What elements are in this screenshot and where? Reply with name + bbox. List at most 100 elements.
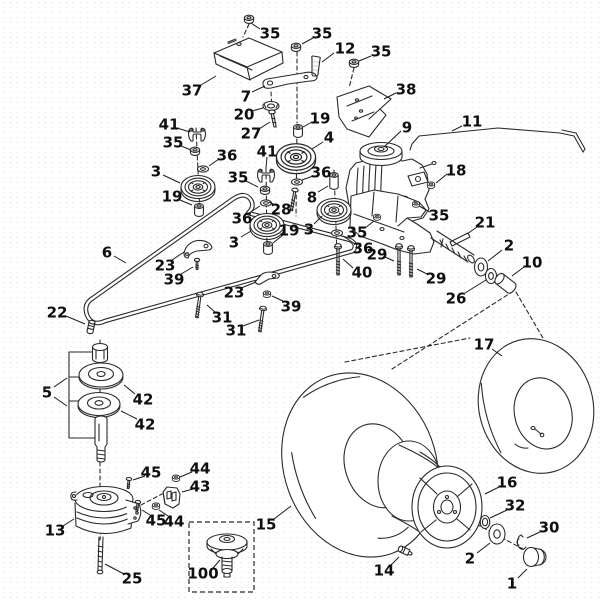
part-label-32: 32 — [505, 497, 526, 515]
leader-line — [342, 258, 354, 269]
leader-line — [248, 205, 261, 214]
leader-line — [383, 92, 397, 100]
leader-line — [208, 158, 220, 167]
leader-line — [240, 230, 252, 238]
part-label-37: 37 — [182, 82, 203, 100]
part-label-31: 31 — [212, 309, 233, 327]
part-label-30: 30 — [539, 519, 560, 537]
part-label-12: 12 — [335, 40, 356, 58]
leader-line — [179, 471, 193, 478]
flat-washer — [262, 100, 280, 112]
leader-line — [342, 235, 356, 245]
leader-line — [271, 295, 284, 302]
tire-valve-detail — [514, 425, 545, 449]
leader-line — [487, 249, 503, 262]
part-label-21: 21 — [475, 214, 496, 232]
lock-nut — [259, 185, 271, 195]
leader-line — [158, 509, 169, 517]
electric-clutch — [70, 485, 142, 535]
part-label-6: 6 — [102, 244, 112, 262]
nut — [262, 290, 272, 298]
carriage-bolt — [255, 305, 268, 333]
part-label-25: 25 — [122, 570, 143, 588]
part-label-23: 23 — [224, 284, 245, 302]
kit-box — [188, 521, 255, 593]
part-label-2: 2 — [465, 550, 475, 568]
leader-line — [321, 52, 335, 63]
leader-line — [484, 486, 500, 495]
part-label-19: 19 — [310, 110, 331, 128]
part-label-43: 43 — [190, 478, 211, 496]
flat-washer — [290, 178, 304, 186]
spring-pin — [311, 55, 321, 77]
part-label-19: 19 — [279, 222, 300, 240]
leader-line — [491, 348, 503, 357]
clutch-stop-bracket — [162, 486, 181, 509]
part-label-35: 35 — [163, 134, 184, 152]
shoulder-bolt — [289, 187, 299, 212]
part-label-28: 28 — [271, 201, 292, 219]
leader-line — [240, 281, 257, 289]
leader-line — [200, 75, 217, 86]
part-label-3: 3 — [229, 234, 239, 252]
part-label-36: 36 — [217, 147, 238, 165]
part-label-35: 35 — [371, 43, 392, 61]
leader-line — [179, 199, 193, 206]
spacer-bushing — [194, 203, 204, 217]
mounting-bolt — [406, 245, 416, 278]
leader-line — [517, 568, 528, 579]
leader-line — [120, 410, 138, 420]
part-label-18: 18 — [446, 162, 467, 180]
leader-line — [180, 145, 192, 151]
leader-line — [489, 509, 508, 519]
part-label-45: 45 — [146, 512, 167, 530]
part-label-4: 4 — [324, 129, 334, 147]
part-label-19: 19 — [162, 188, 183, 206]
leader-line — [511, 266, 525, 277]
spacer-ring — [479, 514, 491, 530]
part-label-38: 38 — [396, 81, 417, 99]
leader-line — [113, 255, 127, 264]
hex-bolt — [268, 109, 277, 128]
retaining-clip — [516, 534, 527, 550]
part-label-31: 31 — [226, 322, 247, 340]
part-label-3: 3 — [304, 221, 314, 239]
hub-cap — [522, 546, 547, 568]
axle-washer — [473, 257, 489, 277]
part-label-20: 20 — [234, 106, 255, 124]
part-label-41: 41 — [159, 116, 180, 134]
leader-line — [383, 130, 402, 148]
leader-line — [317, 185, 329, 193]
drive-belt — [83, 192, 358, 326]
leader-line — [176, 127, 191, 133]
flange-bolt — [412, 200, 420, 208]
dowel-pin — [86, 319, 96, 335]
flat-washer — [330, 229, 344, 237]
part-label-15: 15 — [256, 516, 277, 534]
part-label-10: 10 — [522, 254, 543, 272]
leader-line — [435, 173, 448, 184]
leader-line — [250, 22, 261, 30]
hub-washer — [488, 523, 506, 545]
part-label-7: 7 — [241, 88, 251, 106]
leader-line — [53, 396, 68, 407]
idler-lever — [262, 71, 318, 89]
lock-nut — [348, 58, 360, 68]
part-label-16: 16 — [497, 474, 518, 492]
leader-line — [301, 175, 314, 181]
part-label-5: 5 — [42, 384, 52, 402]
leader-line — [273, 505, 292, 520]
part-label-35: 35 — [347, 224, 368, 242]
leader-line — [313, 215, 323, 225]
leader-line — [364, 220, 375, 229]
leader-line — [251, 85, 266, 93]
leader-line — [212, 559, 221, 569]
kit-pulley — [206, 533, 248, 578]
leader-line — [265, 156, 268, 169]
leader-line — [181, 488, 194, 493]
part-label-29: 29 — [426, 270, 447, 288]
leader-line — [451, 125, 463, 132]
part-label-23: 23 — [155, 257, 176, 275]
leader-line — [301, 37, 314, 45]
